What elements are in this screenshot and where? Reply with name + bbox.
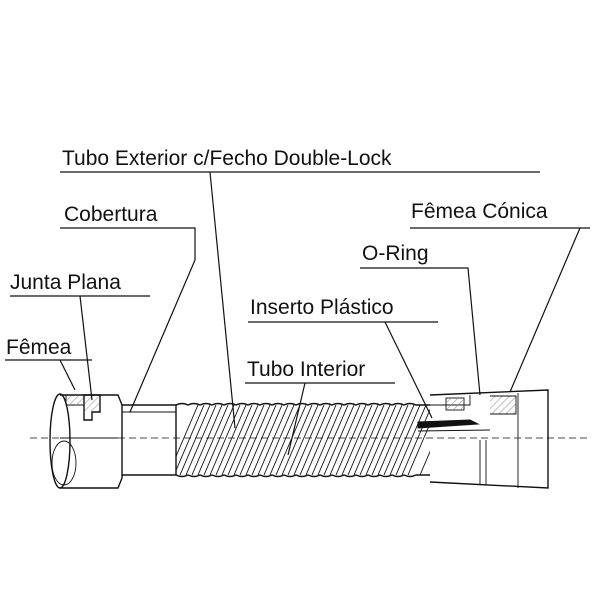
- o-ring: [445, 397, 465, 411]
- outer-tube: [175, 402, 430, 478]
- label-cobertura: Cobertura: [64, 203, 158, 226]
- label-femea: Fêmea: [6, 336, 72, 359]
- label-inserto-plastico: Inserto Plástico: [250, 296, 394, 319]
- label-junta-plana: Junta Plana: [10, 271, 121, 294]
- plastic-insert: [417, 419, 491, 432]
- leader-lines: [5, 171, 590, 456]
- conical-female: [429, 389, 549, 489]
- cover: [122, 404, 177, 476]
- label-femea-conica: Fêmea Cónica: [411, 200, 548, 223]
- label-tubo-exterior: Tubo Exterior c/Fecho Double-Lock: [62, 147, 392, 170]
- label-tubo-interior: Tubo Interior: [247, 358, 365, 381]
- label-o-ring: O-Ring: [362, 242, 429, 265]
- flat-gasket: [83, 394, 101, 421]
- left-female-nut: [49, 393, 123, 489]
